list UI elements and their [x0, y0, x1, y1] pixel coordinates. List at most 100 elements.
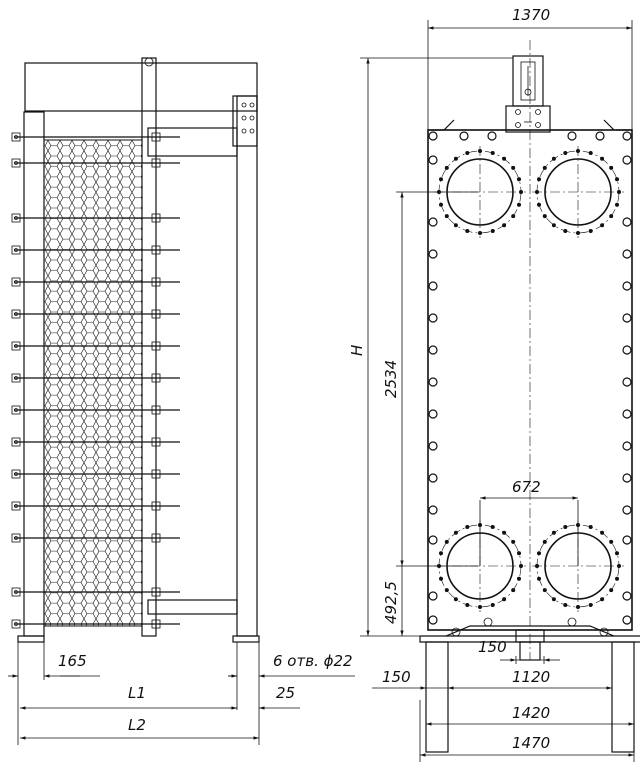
bolt-end [14, 280, 18, 284]
flange-bolt [537, 202, 541, 207]
bolt-nut [151, 533, 161, 543]
flange-bolt [551, 530, 556, 535]
top-bolt [595, 131, 605, 141]
bolt-nut [151, 619, 161, 629]
flange-bolt [453, 530, 458, 535]
side-bolt [428, 345, 438, 355]
dim-H: H [348, 345, 366, 356]
flange-bolt [563, 525, 568, 529]
side-bolt [428, 473, 438, 483]
bolt-nut [151, 341, 161, 351]
side-bolt [622, 249, 632, 259]
side-bolt [622, 155, 632, 165]
side-bolt [622, 377, 632, 387]
flange-bolt [444, 165, 449, 170]
bolt-nut [11, 437, 21, 447]
flange-bolt [502, 156, 507, 161]
side-bolt [428, 313, 438, 323]
side-bolt [428, 249, 438, 259]
dim-2534: 2534 [382, 360, 400, 398]
ports [434, 146, 624, 612]
flange-bolt [551, 156, 556, 161]
side-bolt [622, 441, 632, 451]
side-bolt [622, 313, 632, 323]
side-bolt [428, 377, 438, 387]
bolt-nut [11, 341, 21, 351]
flange-bolt [542, 588, 547, 593]
bolt-end [14, 472, 18, 476]
bolt-nut [151, 437, 161, 447]
bolt-nut [151, 469, 161, 479]
front-view [419, 40, 640, 753]
flange-bolt [617, 190, 621, 194]
dim-165: 165 [58, 652, 87, 670]
flange-bolt [490, 151, 495, 155]
flange-bolt [600, 530, 605, 535]
side-bolt [428, 281, 438, 291]
bolt-nut [11, 405, 21, 415]
side-bolt [622, 473, 632, 483]
flange-bolt [478, 231, 482, 235]
flange-bolt [502, 530, 507, 535]
flange-bolt [615, 551, 619, 556]
dim-25: 25 [276, 684, 295, 702]
bolt-end [14, 408, 18, 412]
flange-bolt [563, 603, 568, 607]
flange-bolt [444, 539, 449, 544]
bolt-nut [151, 277, 161, 287]
side-bolt [622, 409, 632, 419]
dim-672: 672 [512, 478, 541, 496]
flange-bolt [600, 223, 605, 228]
side-bolt [428, 131, 438, 141]
flange-bolt [517, 202, 521, 207]
dim-150-left: 150 [382, 668, 411, 686]
dim-1470: 1470 [512, 734, 550, 752]
flange-bolt [439, 551, 443, 556]
bolt-nut [11, 213, 21, 223]
bolt-end [14, 248, 18, 252]
bolt-end [14, 344, 18, 348]
flange-bolt [576, 231, 580, 235]
bolt-end [14, 622, 18, 626]
bolt-holes-bracket [241, 102, 255, 134]
flange-bolt [465, 151, 470, 155]
bolt-end [14, 376, 18, 380]
side-bolt [622, 281, 632, 291]
flange-bolt [519, 190, 523, 194]
bolt-end [14, 135, 18, 139]
flange-bolt [576, 605, 580, 609]
bolt-nut [11, 158, 21, 168]
flange-bolt [465, 229, 470, 233]
side-bolt [622, 217, 632, 227]
dim-holes-note: 6 отв. ϕ22 [273, 652, 353, 670]
dim-L2: L2 [128, 716, 146, 734]
flange-bolt [439, 177, 443, 182]
flange-bolt [453, 223, 458, 228]
flange-bolt [615, 576, 619, 581]
dim-1420: 1420 [512, 704, 550, 722]
flange-bolt [478, 605, 482, 609]
bolt-nut [11, 469, 21, 479]
flange-bolt [511, 588, 516, 593]
bolt-nut [151, 245, 161, 255]
side-dimensions: 165 L1 L2 6 отв. ϕ22 25 [8, 642, 355, 745]
flange-bolt [588, 525, 593, 529]
flange-bolt [444, 214, 449, 219]
side-bolt [622, 345, 632, 355]
bolt-nut [11, 245, 21, 255]
flange-bolt [615, 177, 619, 182]
flange-bolt [535, 564, 539, 568]
flange-bolt [511, 539, 516, 544]
flange-bolt [609, 214, 614, 219]
flange-bolt [511, 165, 516, 170]
flange-bolt [609, 588, 614, 593]
flange-bolt [537, 177, 541, 182]
flange-bolt [537, 576, 541, 581]
flange-bolt [439, 202, 443, 207]
bolt-nut [151, 373, 161, 383]
flange-bolt [576, 149, 580, 153]
bolt-nut [151, 587, 161, 597]
bolt-nut [11, 587, 21, 597]
flange-bolt [453, 156, 458, 161]
